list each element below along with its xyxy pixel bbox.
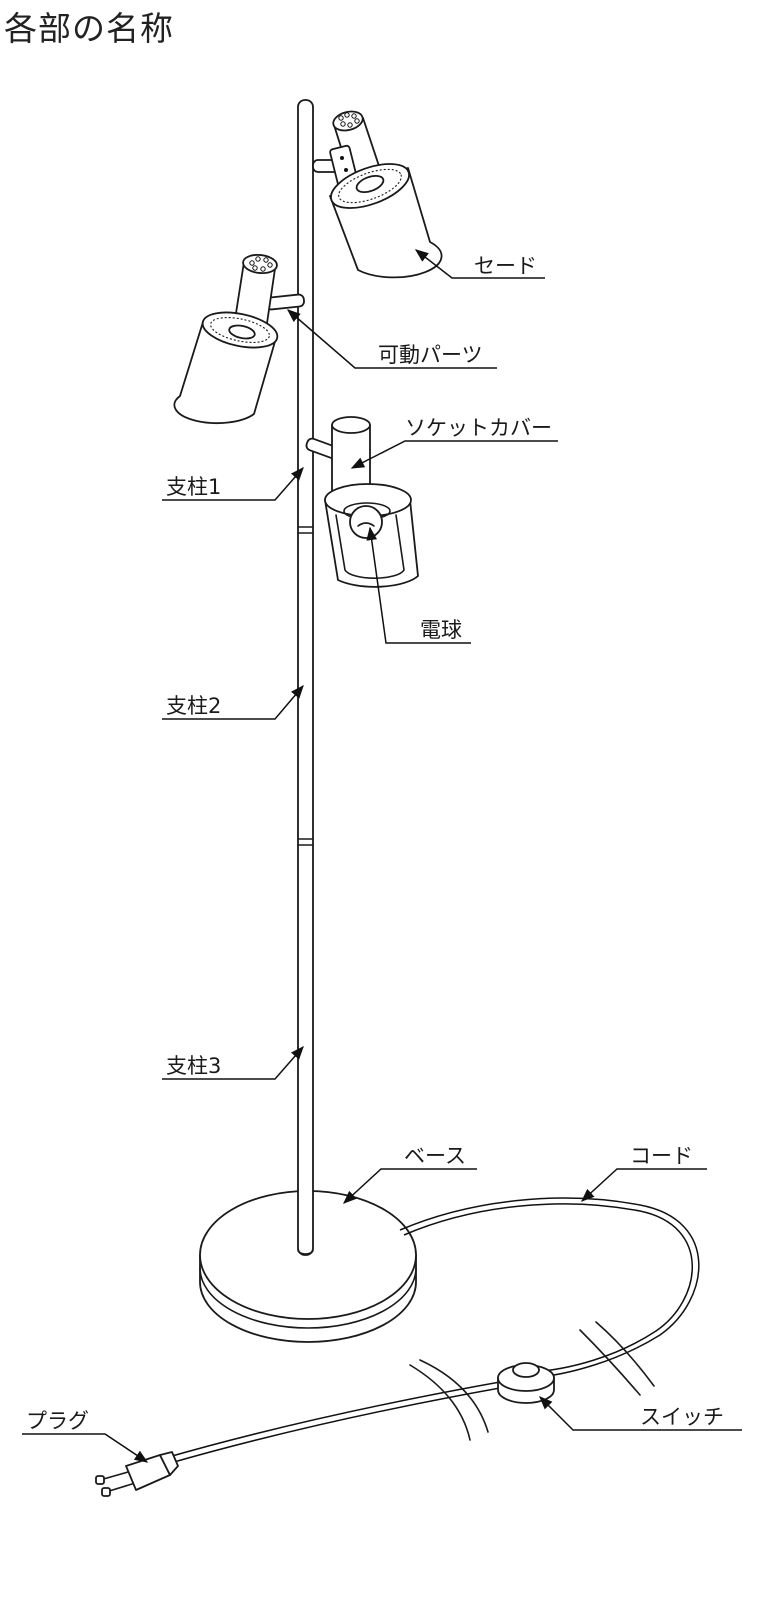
label-base: ベース — [404, 1144, 466, 1168]
label-socket-cover: ソケットカバー — [405, 416, 552, 440]
cord — [164, 1197, 700, 1465]
plug — [95, 1451, 179, 1497]
label-switch: スイッチ — [640, 1405, 724, 1429]
pole — [297, 99, 314, 1256]
label-pole1: 支柱1 — [166, 475, 221, 499]
label-shade: セード — [474, 254, 537, 278]
label-movable-part: 可動パーツ — [378, 343, 483, 367]
label-pole2: 支柱2 — [166, 694, 221, 718]
label-cord: コード — [630, 1144, 693, 1168]
page-title: 各部の名称 — [4, 9, 174, 48]
foot-switch — [497, 1362, 555, 1404]
label-pole3: 支柱3 — [166, 1054, 221, 1078]
leader-lines — [22, 249, 742, 1463]
label-plug: プラグ — [26, 1409, 89, 1433]
top-spotlight — [312, 110, 443, 279]
left-spotlight — [173, 253, 305, 424]
label-bulb: 電球 — [420, 618, 462, 642]
